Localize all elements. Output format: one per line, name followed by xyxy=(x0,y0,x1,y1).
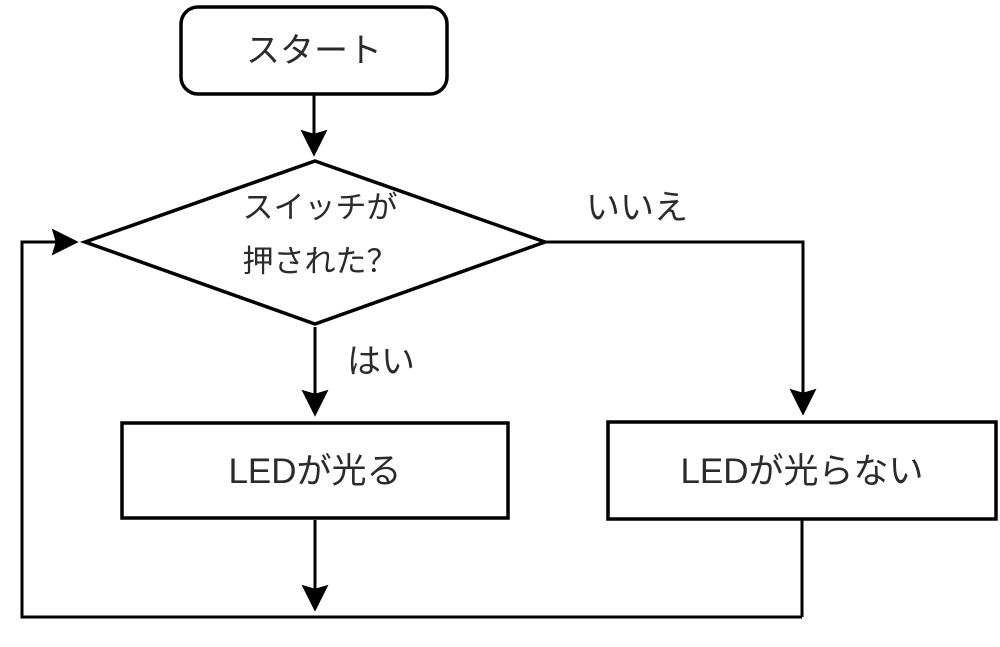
led-on-node xyxy=(120,421,510,520)
decision-node xyxy=(79,159,551,326)
led-off-label: LEDが光らない xyxy=(680,452,923,491)
yes-branch-label: はい xyxy=(347,343,415,381)
decision-label-line1: スイッチが xyxy=(243,190,398,225)
no-branch-label: いいえ xyxy=(586,189,688,227)
edge-loop-back xyxy=(20,228,802,619)
start-node-label: スタート xyxy=(246,32,382,70)
start-node xyxy=(179,5,449,96)
edge-decision-no xyxy=(545,240,817,416)
led-off-node xyxy=(606,420,998,521)
decision-label-line2: 押された？ xyxy=(243,244,398,279)
led-on-label: LEDが光る xyxy=(228,452,401,491)
